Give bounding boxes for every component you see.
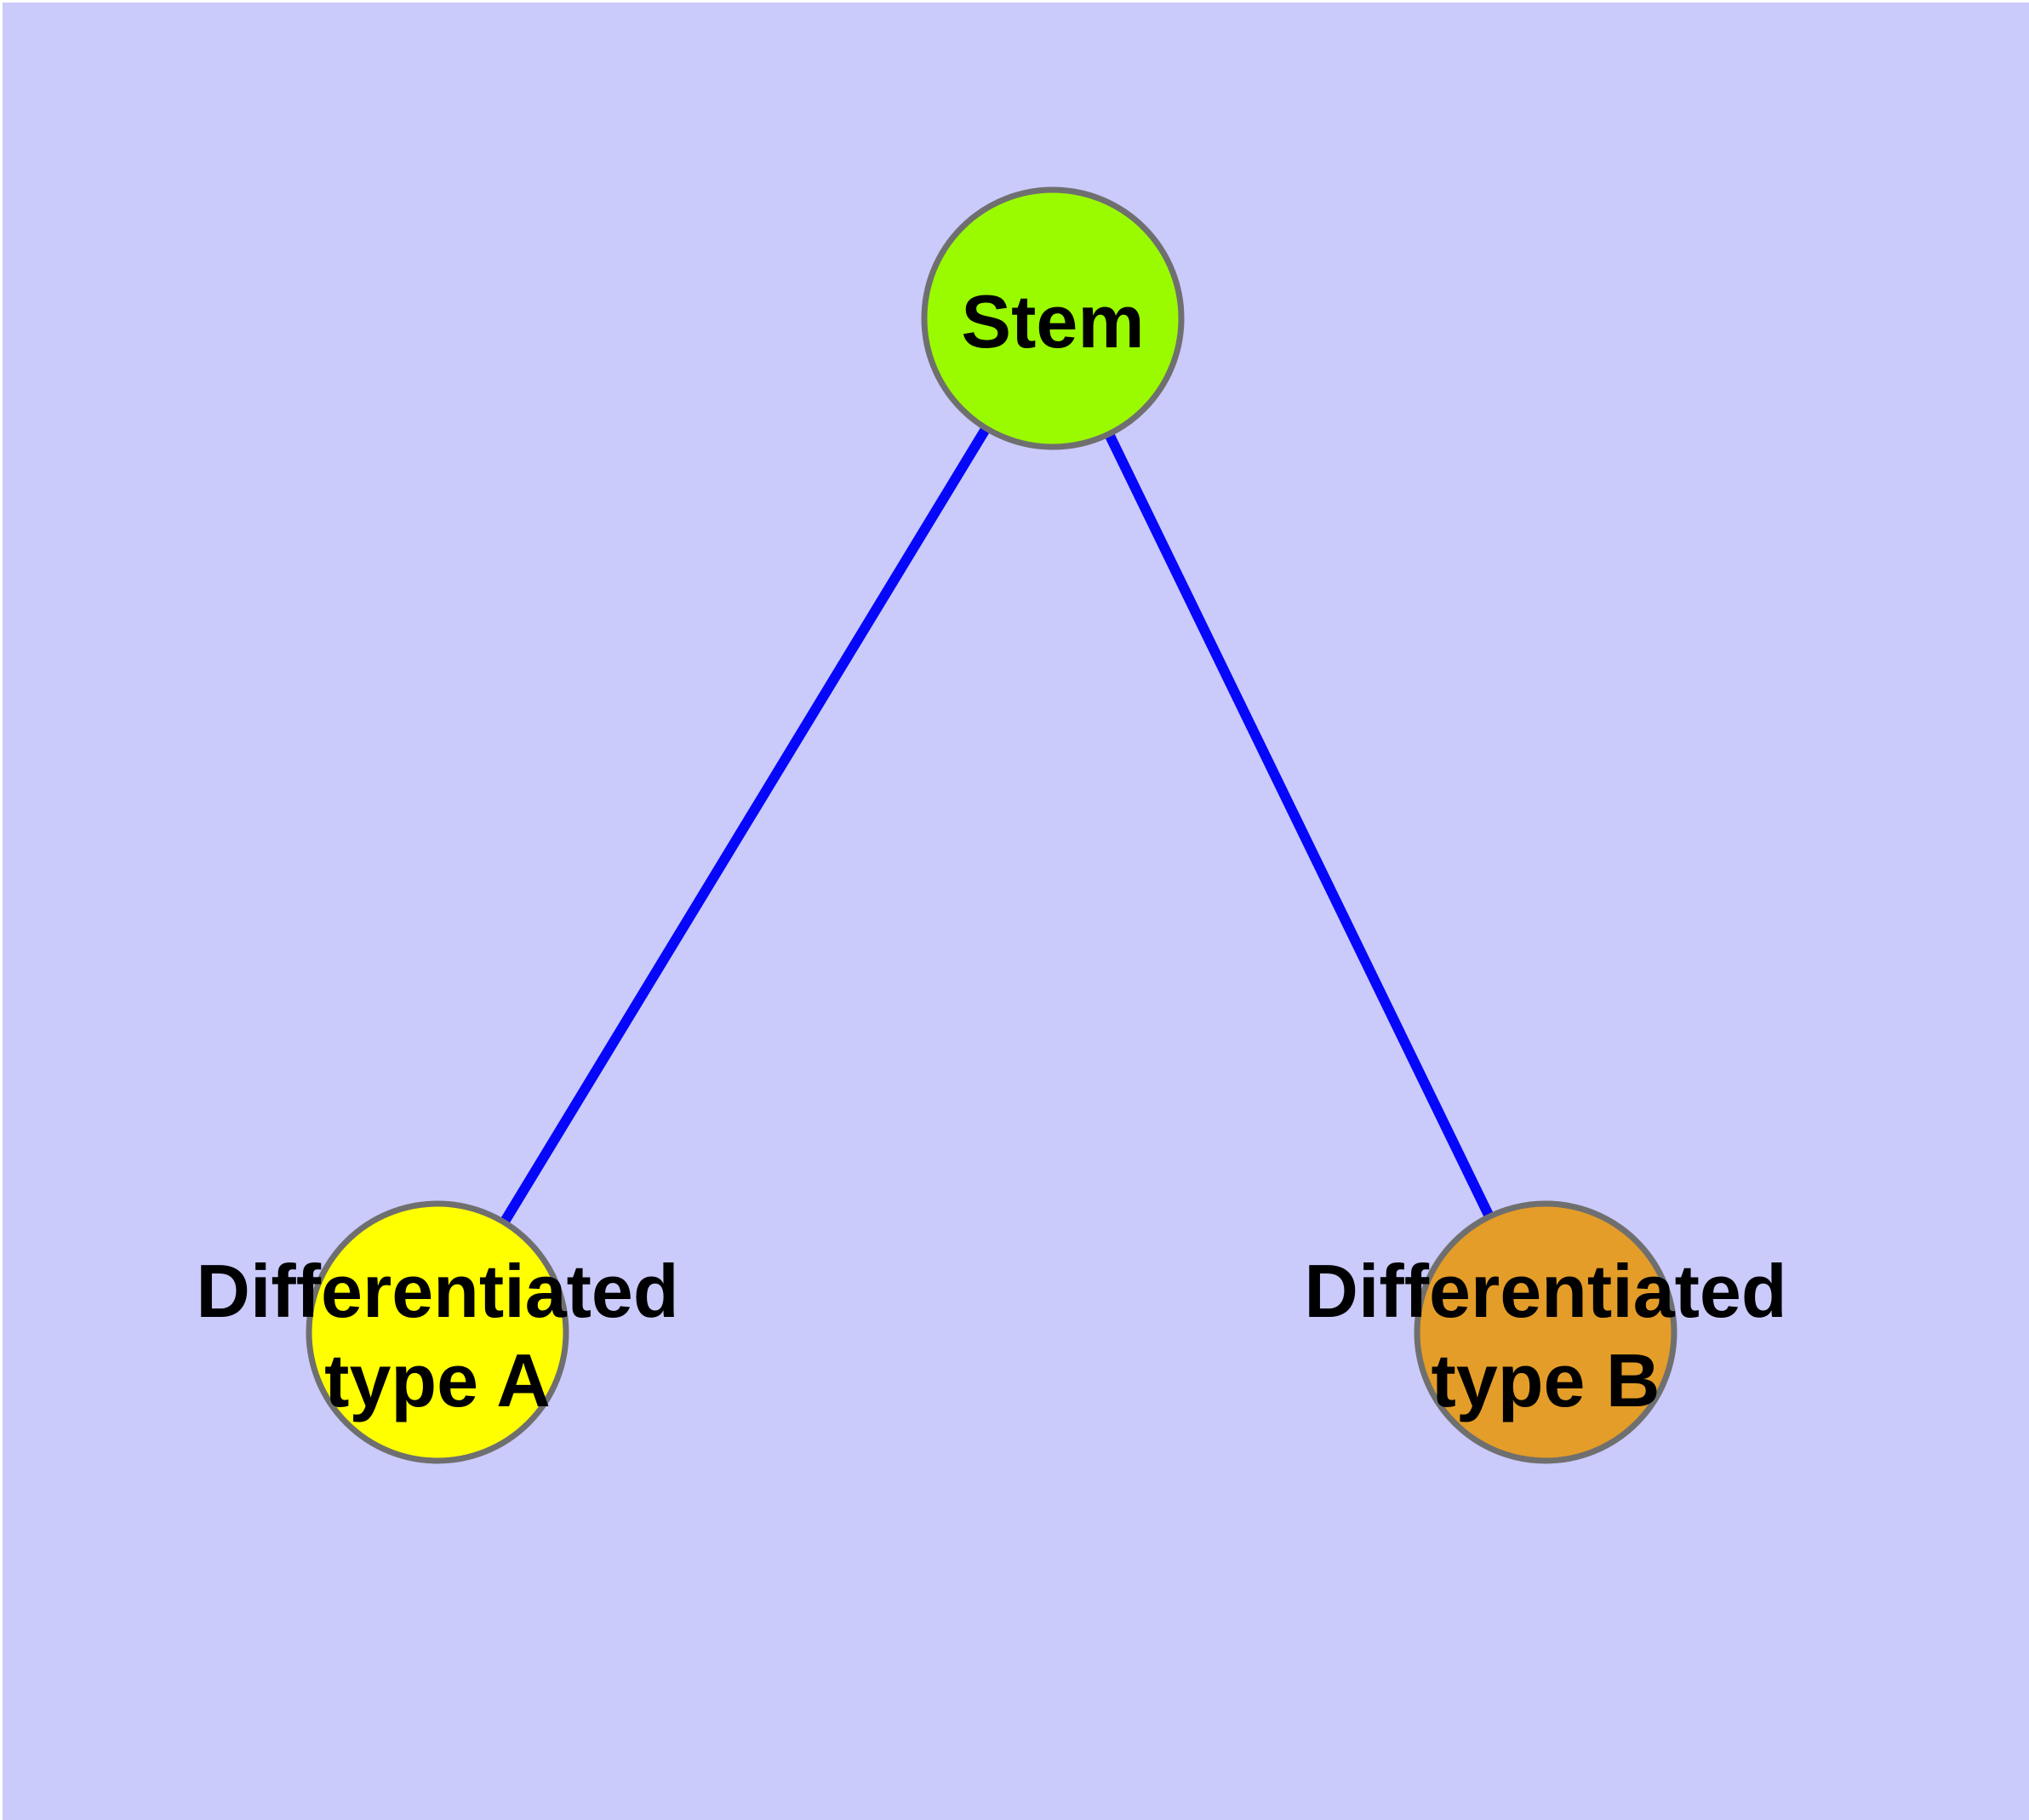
label-layer: Stem Differentiated type A Differentiate… [196, 279, 1786, 1422]
edge-stem-to-type-a [432, 315, 1058, 1336]
node-differentiated-type-b-label-line2: type B [1432, 1338, 1660, 1422]
node-stem-label: Stem [961, 279, 1144, 363]
node-differentiated-type-b-circle [1414, 1200, 1677, 1464]
node-stem-circle [921, 186, 1185, 450]
node-layer [306, 186, 1677, 1464]
node-differentiated-type-a-label-line1: Differentiated [196, 1249, 678, 1333]
node-differentiated-type-a-circle [306, 1200, 569, 1464]
node-differentiated-type-b-label-line1: Differentiated [1304, 1249, 1786, 1333]
node-differentiated-type-a-label-line2: type A [324, 1338, 551, 1422]
edge-layer [432, 315, 1551, 1336]
edge-stem-to-type-b [1048, 316, 1551, 1335]
